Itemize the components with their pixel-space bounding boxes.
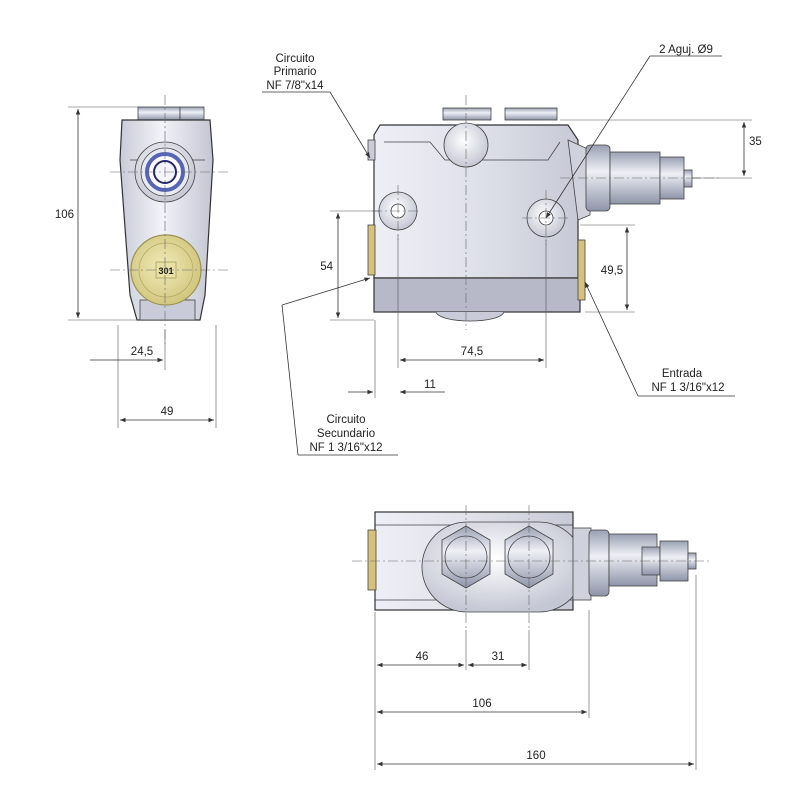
plug-mark: 301 xyxy=(158,266,173,276)
dim-height-total: 106 xyxy=(55,209,74,221)
dim-inlet-height: 49,5 xyxy=(601,265,623,277)
side-view-dimensions: 106 24,5 49 xyxy=(55,106,217,428)
label-primary-2: Primario xyxy=(274,66,317,78)
dim-bottom-106: 106 xyxy=(472,698,491,710)
label-secondary-3: NF 1 3/16"x12 xyxy=(309,442,382,454)
front-view xyxy=(367,95,720,330)
dim-bottom-46: 46 xyxy=(416,651,429,663)
dim-top-offset: 35 xyxy=(749,136,762,148)
dim-offset-side: 24,5 xyxy=(131,346,153,358)
label-holes: 2 Aguj. Ø9 xyxy=(659,44,713,56)
label-inlet-2: NF 1 3/16"x12 xyxy=(651,382,724,394)
hex-nut-right xyxy=(504,525,554,589)
label-primary-3: NF 7/8"x14 xyxy=(266,80,324,92)
label-secondary-2: Secundario xyxy=(317,428,375,440)
front-body-lower xyxy=(373,277,581,313)
hex-nut-left xyxy=(441,525,491,589)
side-view: 301 xyxy=(110,95,230,345)
top-nut-left xyxy=(137,106,181,121)
top-view-hex xyxy=(588,529,610,597)
dim-holes-spacing-v: 54 xyxy=(320,261,333,273)
dim-bottom-160: 160 xyxy=(526,750,545,762)
label-secondary-1: Circuito xyxy=(327,414,366,426)
inlet-port-edge xyxy=(577,239,586,301)
secondary-port-edge xyxy=(367,224,376,276)
top-view-dimensions: 46 31 106 160 xyxy=(374,575,697,770)
dim-holes-spacing-h: 74,5 xyxy=(461,346,483,358)
front-view-dimensions: 54 74,5 11 49,5 35 Circuito Primario NF … xyxy=(262,44,762,456)
dim-width-side: 49 xyxy=(161,406,174,418)
top-nut-right xyxy=(179,106,205,121)
top-view xyxy=(352,505,712,630)
dim-edge-offset: 11 xyxy=(424,379,436,391)
label-primary-1: Circuito xyxy=(276,53,315,65)
label-inlet-1: Entrada xyxy=(662,368,703,380)
front-top-nut-right xyxy=(504,107,558,121)
dim-bottom-31: 31 xyxy=(492,651,505,663)
front-top-nut-left xyxy=(442,107,492,121)
